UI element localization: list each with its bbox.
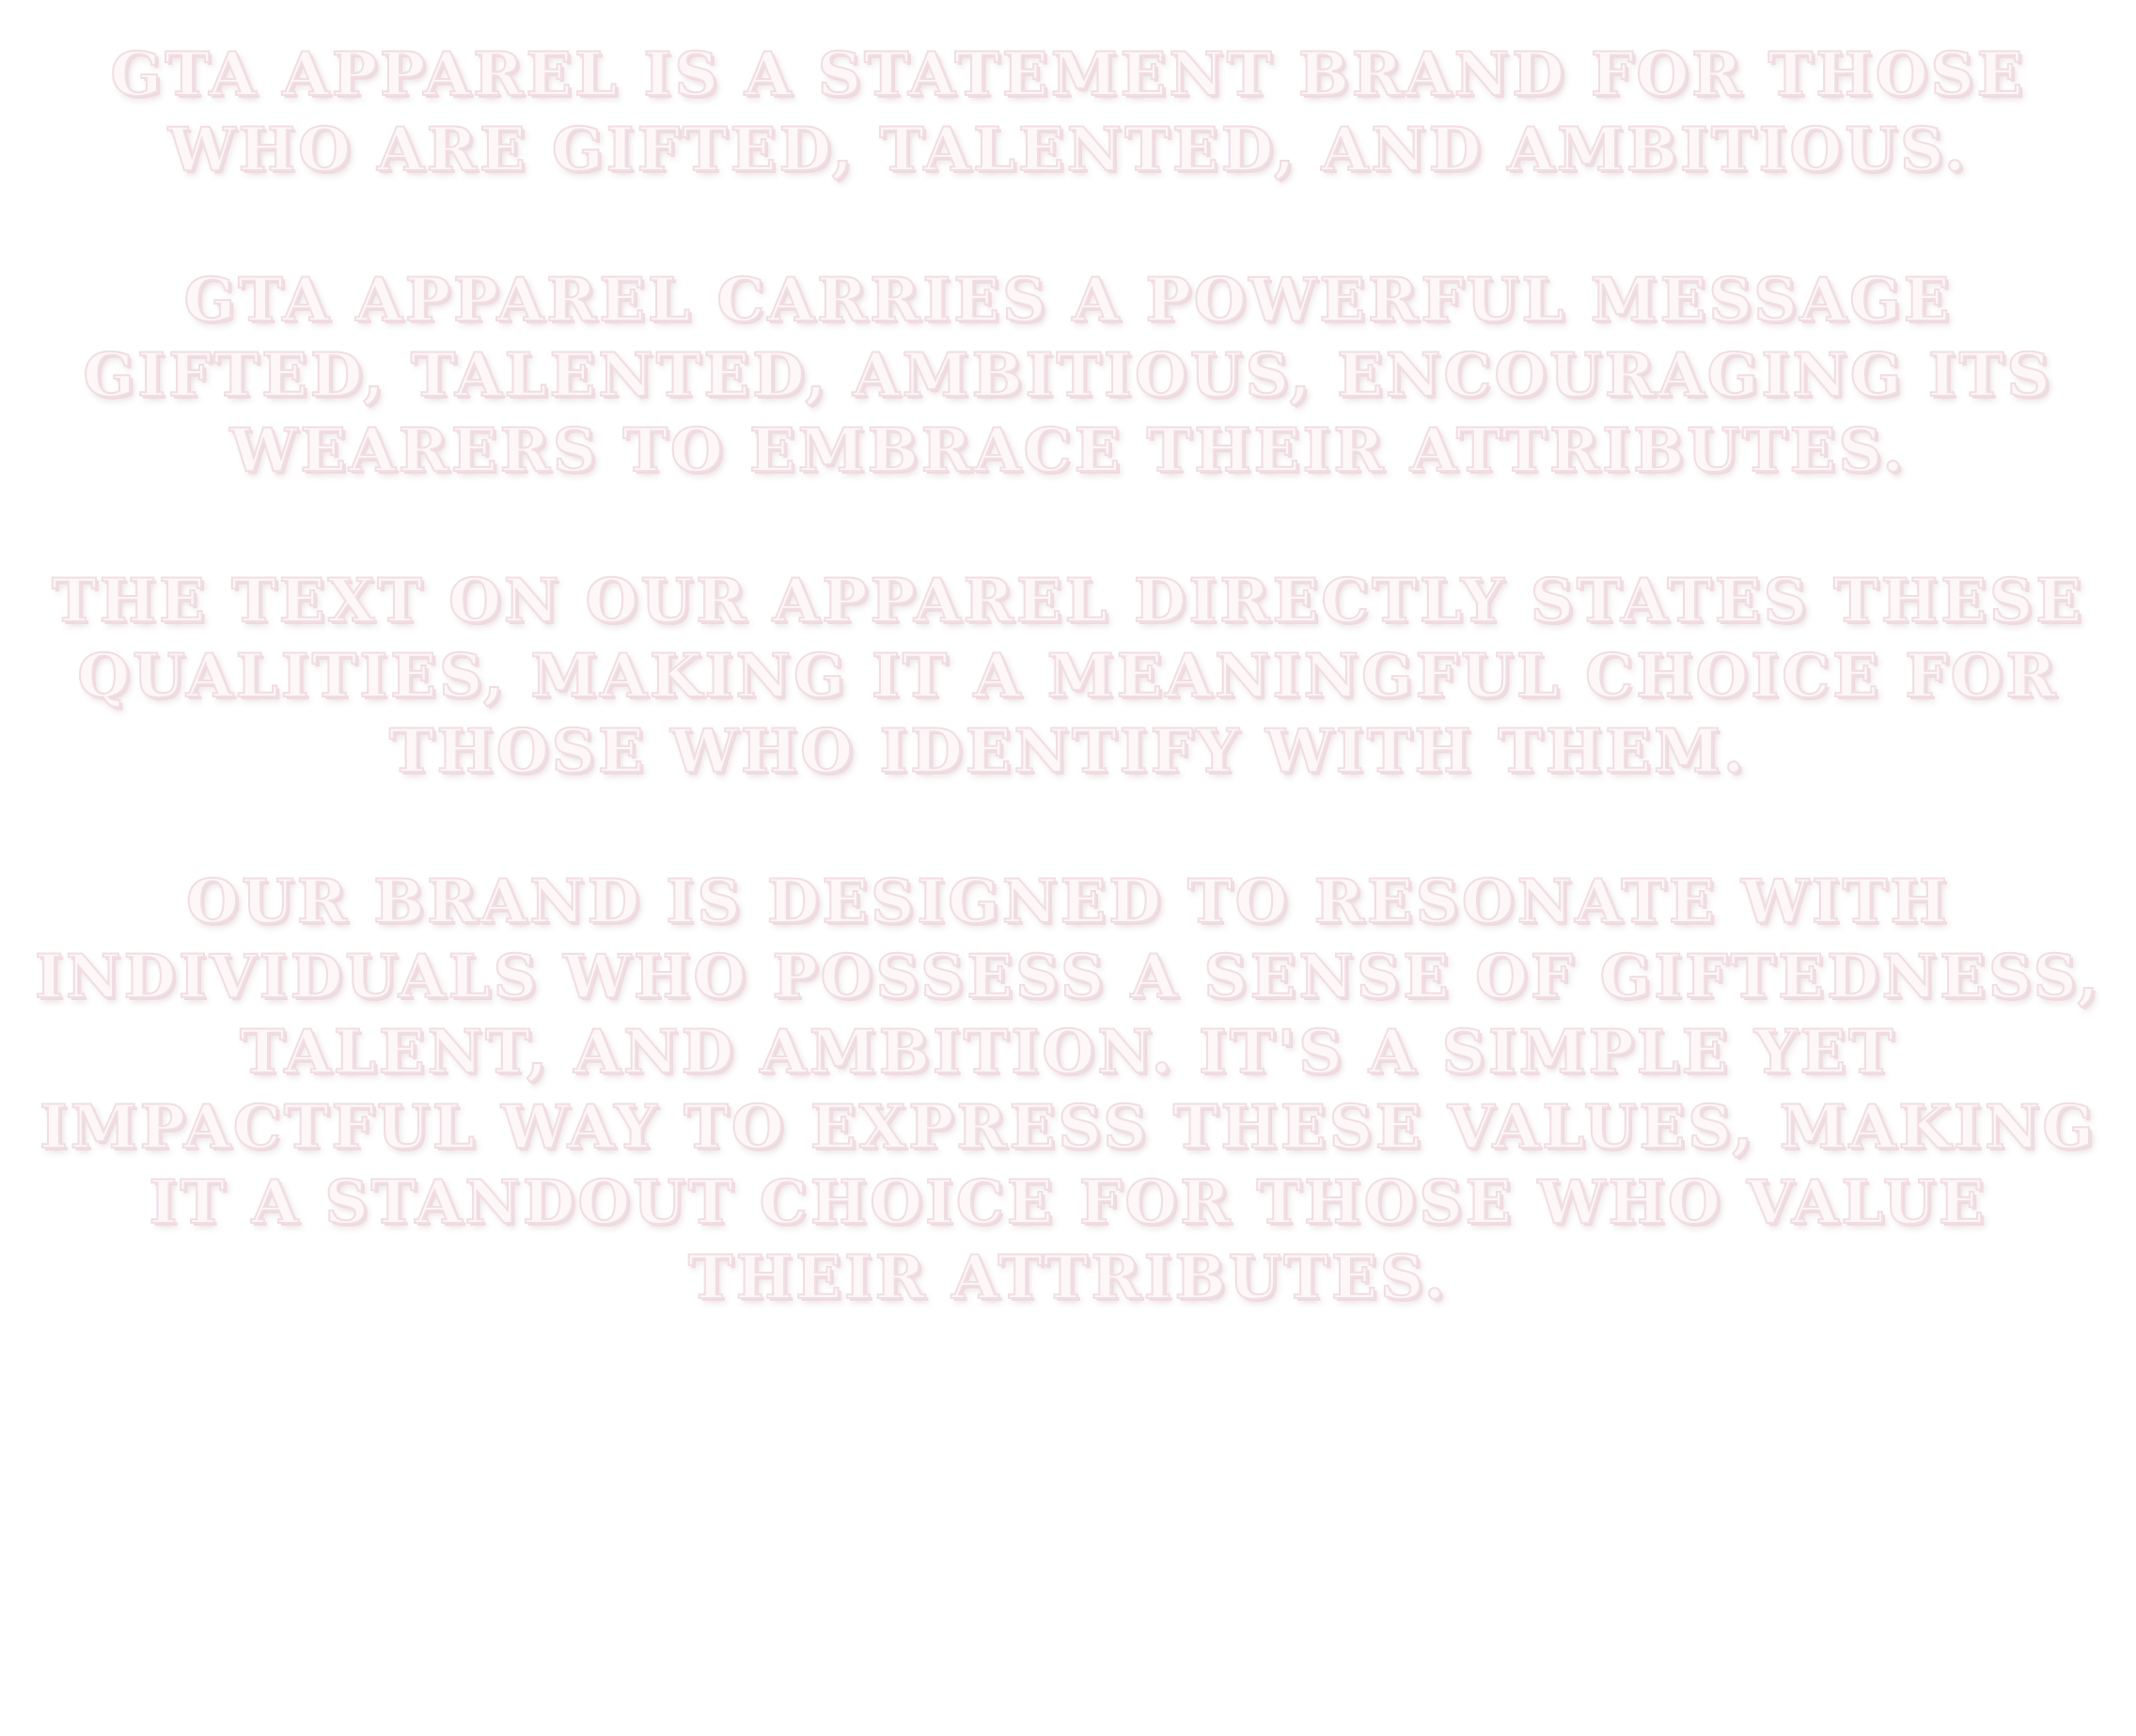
brand-statement: GTA Apparel is a statement brand for tho…	[0, 38, 2136, 1391]
qualities-paragraph: The text on our apparel directly states …	[51, 565, 2084, 788]
resonance-paragraph: Our brand is designed to resonate with i…	[34, 866, 2101, 1314]
message-paragraph: GTA Apparel carries a powerful message G…	[82, 264, 2053, 487]
intro-paragraph: GTA Apparel is a statement brand for tho…	[110, 39, 2026, 186]
